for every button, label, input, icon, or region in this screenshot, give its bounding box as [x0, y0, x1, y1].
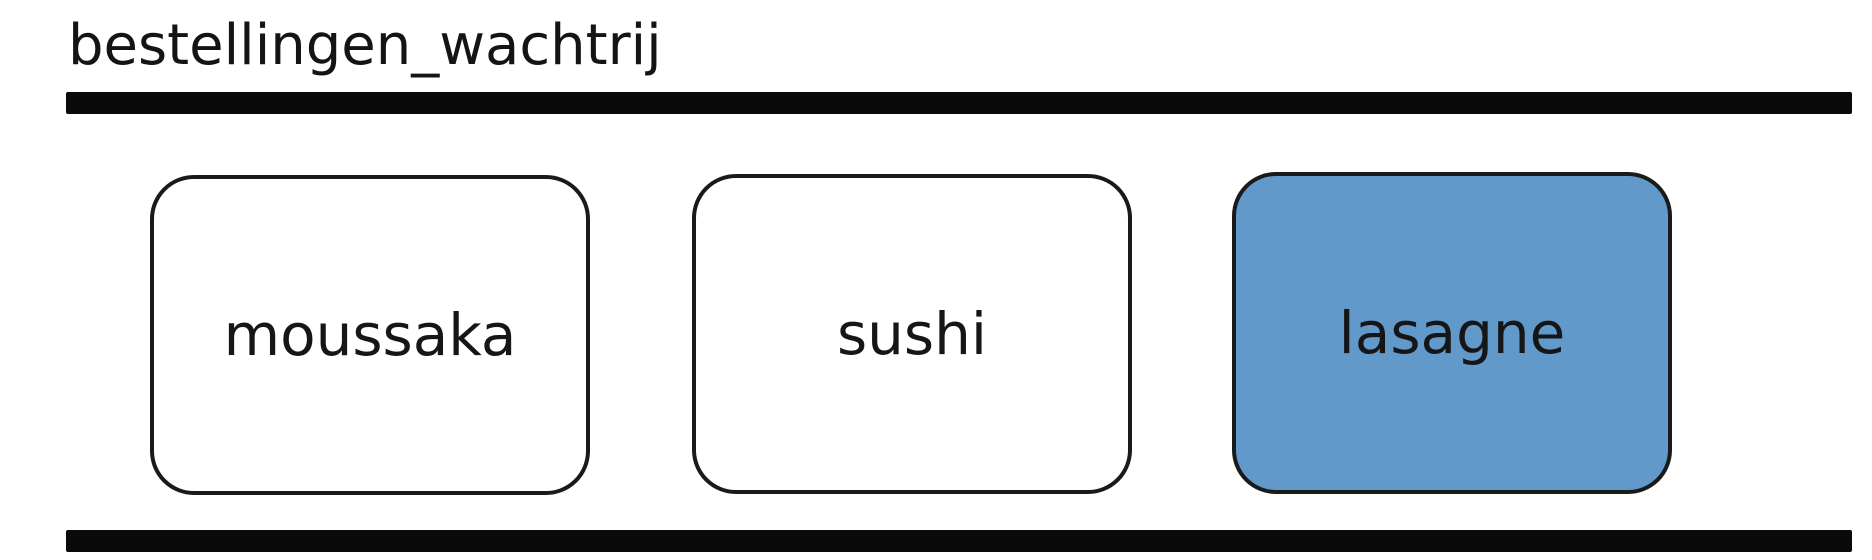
queue-top-border [66, 92, 1852, 114]
queue-item-sushi: sushi [692, 174, 1132, 494]
queue-item-label: moussaka [223, 301, 517, 369]
queue-title: bestellingen_wachtrij [68, 13, 662, 78]
queue-item-label: lasagne [1338, 299, 1566, 367]
queue-bottom-border [66, 530, 1852, 552]
queue-item-label: sushi [836, 300, 988, 368]
queue-item-lasagne: lasagne [1232, 172, 1672, 494]
queue-item-moussaka: moussaka [150, 175, 590, 495]
